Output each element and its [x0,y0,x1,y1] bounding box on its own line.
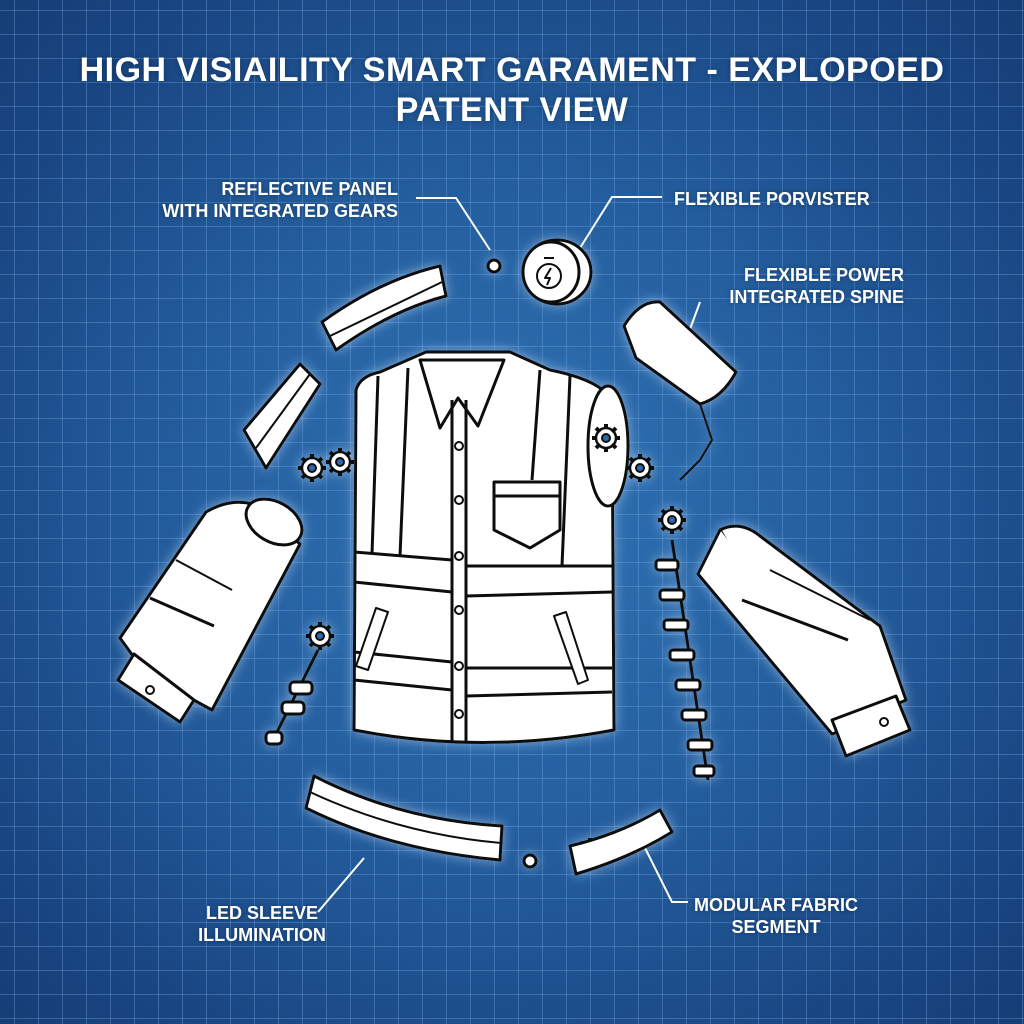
reflective-arc-panel [320,264,448,352]
right-sleeve [696,524,912,758]
hem-band [304,774,504,862]
callout-led-sleeve: LED SLEEVE ILLUMINATION [192,902,332,946]
callout-line: MODULAR FABRIC [694,895,858,915]
left-rod-assembly [264,649,320,746]
reflective-strip [242,362,322,470]
page-title: HIGH VISIAILITY SMART GARAMENT - EXPLOPO… [0,50,1024,130]
right-spine-chain [654,539,716,781]
modular-fabric-segment [568,808,674,876]
connector-dot [522,853,538,869]
callout-line: REFLECTIVE PANEL [221,179,398,199]
title-line-1: HIGH VISIAILITY SMART GARAMENT - EXPLOPO… [79,51,945,89]
callout-line: LED SLEEVE [205,903,319,923]
callout-line: FLEXIBLE POWER [743,265,904,285]
power-module-icon [521,238,593,306]
callout-line: WITH INTEGRATED GEARS [162,201,398,221]
callout-flexible-porvister: FLEXIBLE PORVISTER [674,188,870,210]
spine-segment [622,300,738,406]
callout-line: ILLUMINATION [198,925,326,945]
callout-line: SEGMENT [731,917,821,937]
leader-lines [317,196,701,913]
callout-line: FLEXIBLE PORVISTER [674,189,870,209]
callout-modular-fabric: MODULAR FABRIC SEGMENT [690,894,862,938]
connector-dot [486,258,502,274]
title-line-2: PATENT VIEW [395,91,629,129]
vest-body [352,350,630,744]
callout-flexible-power: FLEXIBLE POWER INTEGRATED SPINE [700,264,904,308]
left-sleeve [116,497,304,724]
callout-line: INTEGRATED SPINE [729,287,904,307]
callout-reflective-panel: REFLECTIVE PANEL WITH INTEGRATED GEARS [150,178,398,222]
